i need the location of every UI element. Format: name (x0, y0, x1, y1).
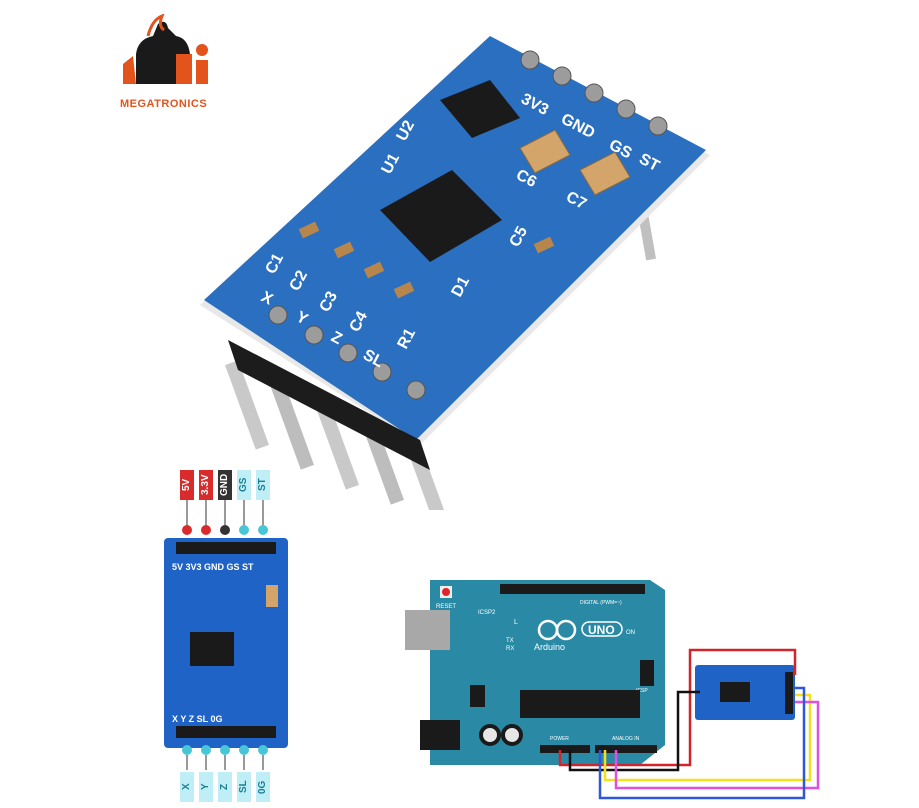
module-photo: 3V3 GND GS ST U2 U1 C1 C2 C3 C4 C5 C6 C7… (200, 36, 710, 510)
logo-brand-text: MEGATRONICS (120, 98, 208, 110)
accelerometer-chip (380, 170, 502, 262)
tx-label: TX (506, 638, 514, 644)
arduino-board (430, 580, 665, 765)
digital-label: DIGITAL (PWM=~) (580, 600, 622, 606)
board-top-labels: 5V 3V3 GND GS ST (172, 562, 254, 572)
pin-tag-3v3: 3.3V (199, 470, 213, 500)
pinout-board: 5V 3V3 GND GS ST X Y Z SL 0G (164, 500, 288, 770)
reset-button (442, 588, 450, 596)
logo-mascot-icon (123, 14, 208, 84)
rx-label: RX (506, 646, 514, 652)
pin-tag-gnd: GND (218, 470, 232, 500)
digital-header (500, 584, 645, 594)
pin-tag-sl: SL (237, 772, 251, 802)
arduino-model: UNO (588, 623, 615, 637)
pin-tag-5v: 5V (180, 470, 194, 500)
pin-tag-st: ST (256, 470, 270, 500)
arduino-brand: Arduino (534, 642, 565, 652)
pin-tag-y: Y (199, 772, 213, 802)
usb-port (405, 610, 450, 650)
wires (558, 648, 820, 800)
on-label: ON (626, 630, 635, 636)
pin-tag-z: Z (218, 772, 232, 802)
pin-tag-gs: GS (237, 470, 251, 500)
power-header (540, 745, 590, 753)
board-bottom-labels: X Y Z SL 0G (172, 714, 223, 724)
icsp-label: ICSP (636, 688, 648, 694)
analog-label: ANALOG IN (612, 736, 640, 742)
pin-tag-0g: 0G (256, 772, 270, 802)
power-jack (420, 720, 460, 750)
atmega-chip (520, 690, 640, 718)
reset-label: RESET (436, 604, 456, 610)
pin-tag-x: X (180, 772, 194, 802)
icsp2-label: ICSP2 (478, 610, 496, 616)
arduino-logo-icon (537, 619, 577, 641)
power-label: POWER (550, 736, 569, 742)
analog-header (595, 745, 657, 753)
voltage-regulator (440, 80, 520, 138)
arduino-wiring-diagram: RESET ICSP2 DIGITAL (PWM=~) L TX RX Ardu… (405, 580, 820, 800)
l-label: L (514, 619, 518, 626)
